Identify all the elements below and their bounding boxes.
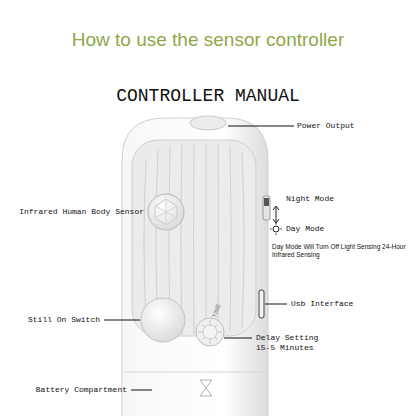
battery-latch-icon	[200, 380, 212, 396]
mode-label: Day Mode	[286, 224, 324, 234]
sun-rays	[270, 223, 282, 235]
callout-label: Delay Setting 15-5 Minutes	[256, 333, 328, 354]
mode-switch	[263, 196, 270, 220]
moon-icon	[275, 194, 281, 204]
mode-note: Day Mode Will Turn Off Light Sensing 24-…	[272, 243, 410, 260]
callout-label: Usb Interface	[291, 299, 353, 309]
mode-switch-knob	[264, 198, 269, 206]
manual-heading: CONTROLLER MANUAL	[116, 85, 300, 108]
sensor-facets	[155, 199, 177, 225]
callout-label: Power Output	[297, 121, 355, 131]
power-output-port	[190, 116, 226, 130]
page-title: How to use the sensor controller	[72, 28, 344, 53]
battery-seam	[124, 372, 266, 373]
mode-arrow	[276, 207, 277, 222]
mode-arrow-heads	[273, 206, 279, 223]
callout-label: Infrared Human Body Sensor	[19, 207, 144, 217]
infrared-sensor	[148, 194, 184, 230]
controller-body	[122, 118, 268, 416]
dial-center	[203, 325, 217, 339]
callout-label: Battery Compartment	[36, 385, 127, 395]
usb-port	[259, 290, 264, 318]
time-dial	[196, 318, 224, 346]
mode-label: Night Mode	[286, 194, 334, 204]
dial-ridges	[198, 320, 222, 344]
sensor-facet-lines	[155, 199, 177, 225]
callout-label: Still On Switch	[28, 315, 100, 325]
still-on-button	[141, 298, 185, 342]
sun-icon	[273, 226, 279, 232]
